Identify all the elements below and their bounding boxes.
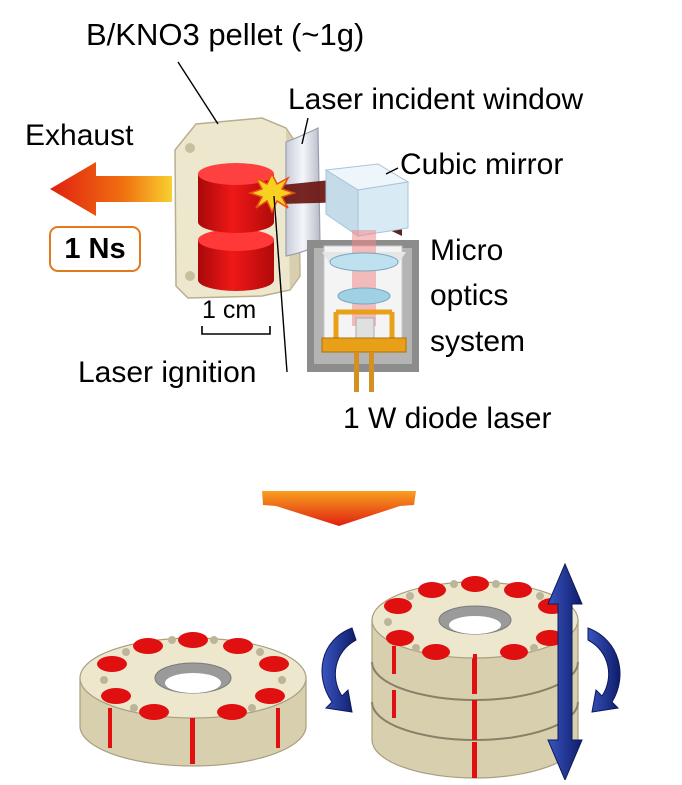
flow-down-arrow [262, 491, 416, 526]
micro-label-line1: Micro [430, 234, 504, 267]
micro-label-line2: optics [430, 279, 509, 312]
mirror-label: Cubic mirror [400, 148, 564, 181]
pellet-pointer [177, 61, 219, 125]
diode-label: 1 W diode laser [343, 402, 552, 435]
rotation-arrow-right [587, 627, 621, 713]
thrust-badge: 1 Ns [49, 226, 141, 272]
scale-bracket [201, 326, 271, 335]
mirror-pointer [385, 167, 399, 175]
propellant-pellets [198, 163, 274, 291]
rotation-arrow-left [321, 627, 357, 713]
exhaust-arrow [50, 162, 172, 216]
window-pointer [301, 117, 309, 145]
micro-label-line3: system [430, 325, 526, 358]
ignition-label: Laser ignition [78, 356, 257, 389]
window-label: Laser incident window [288, 83, 584, 116]
ignition-pointer [273, 195, 288, 373]
stacked-thruster [371, 576, 579, 779]
micro-optics-housing [307, 230, 419, 392]
single-ring-thruster [79, 632, 307, 767]
scale-label: 1 cm [202, 296, 257, 324]
exhaust-label: Exhaust [25, 119, 134, 152]
pellet-label: B/KNO3 pellet (~1g) [86, 17, 365, 52]
ignition-spark [247, 172, 297, 214]
cubic-mirror [324, 163, 410, 237]
